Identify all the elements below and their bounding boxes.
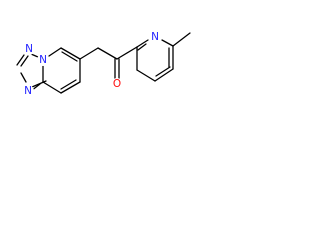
bond: [79, 47, 99, 60]
bridgehead-nitrogen: N: [37, 54, 49, 66]
bond-layer: [16, 32, 191, 94]
carbonyl-oxygen: O: [111, 78, 123, 90]
triazole-nitrogen-top: N: [23, 43, 35, 55]
bond: [20, 72, 27, 83]
bond: [116, 46, 138, 60]
bond: [60, 81, 81, 94]
pyridine-nitrogen: N: [149, 31, 161, 43]
pyridine-nitrogen-label: N: [151, 31, 159, 43]
bond: [172, 32, 191, 47]
carbonyl-oxygen-label: O: [113, 78, 121, 90]
triazole-nitrogen-bottom: N: [22, 85, 34, 97]
molecule-structure: N O N N N: [16, 31, 191, 97]
bond: [60, 47, 81, 60]
bond: [48, 47, 62, 57]
atom-labels: N O N N N: [22, 31, 161, 97]
bond: [42, 81, 62, 94]
bond: [97, 47, 118, 60]
bond: [136, 39, 149, 48]
bond: [61, 51, 78, 62]
bond: [60, 79, 77, 90]
bond: [31, 80, 47, 88]
bond: [30, 53, 39, 58]
bond: [137, 43, 147, 51]
bond: [16, 54, 25, 66]
triazole-nitrogen-bottom-label: N: [24, 85, 32, 97]
triazole-nitrogen-top-label: N: [25, 43, 33, 55]
bond: [154, 68, 174, 82]
bond: [136, 69, 156, 82]
bond: [20, 55, 29, 67]
bond: [155, 66, 171, 77]
bond: [161, 39, 174, 47]
bridgehead-nitrogen-label: N: [39, 54, 47, 66]
